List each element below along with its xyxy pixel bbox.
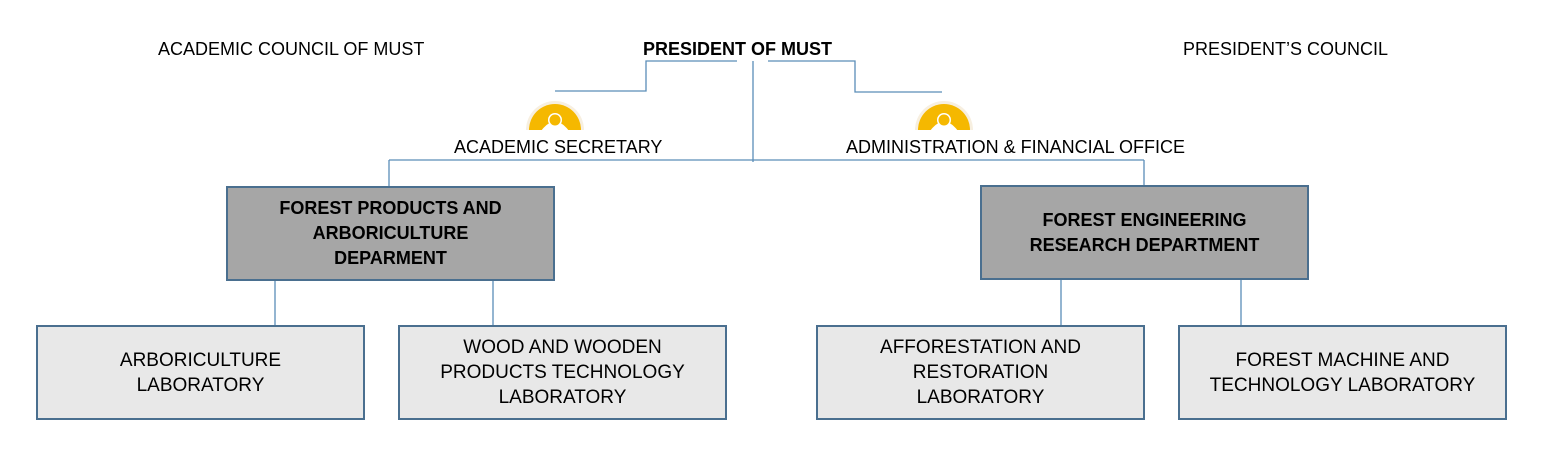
department-forest-engineering: FOREST ENGINEERING RESEARCH DEPARTMENT (980, 185, 1309, 280)
laboratory-label: WOOD AND WOODEN PRODUCTS TECHNOLOGY LABO… (440, 337, 685, 408)
laboratory-label: FOREST MACHINE AND TECHNOLOGY LABORATORY (1209, 349, 1476, 396)
connector-academic-secretary (555, 60, 737, 92)
laboratory-label: ARBORICULTURE LABORATORY (119, 349, 282, 396)
lab-wood-products: WOOD AND WOODEN PRODUCTS TECHNOLOGY LABO… (398, 325, 727, 420)
academic-council-label: ACADEMIC COUNCIL OF MUST (158, 39, 425, 59)
department-label: FOREST ENGINEERING RESEARCH DEPARTMENT (1029, 209, 1260, 255)
presidents-council-label: PRESIDENT’S COUNCIL (1183, 39, 1389, 59)
person-avatar-icon (914, 100, 974, 130)
lab-afforestation: AFFORESTATION AND RESTORATION LABORATORY (816, 325, 1145, 420)
president-label: PRESIDENT OF MUST (643, 39, 833, 59)
person-avatar-icon (525, 100, 585, 130)
academic-secretary-label: ACADEMIC SECRETARY (454, 137, 663, 157)
laboratory-label: AFFORESTATION AND RESTORATION LABORATORY (880, 337, 1081, 408)
department-label: FOREST PRODUCTS AND ARBORICULTURE DEPARM… (279, 198, 502, 268)
admin-financial-office-label: ADMINISTRATION & FINANCIAL OFFICE (846, 137, 1186, 157)
lab-arboriculture: ARBORICULTURE LABORATORY (36, 325, 365, 420)
lab-forest-machine: FOREST MACHINE AND TECHNOLOGY LABORATORY (1178, 325, 1507, 420)
connector-admin-office (768, 60, 942, 93)
department-forest-products: FOREST PRODUCTS AND ARBORICULTURE DEPARM… (226, 186, 555, 281)
